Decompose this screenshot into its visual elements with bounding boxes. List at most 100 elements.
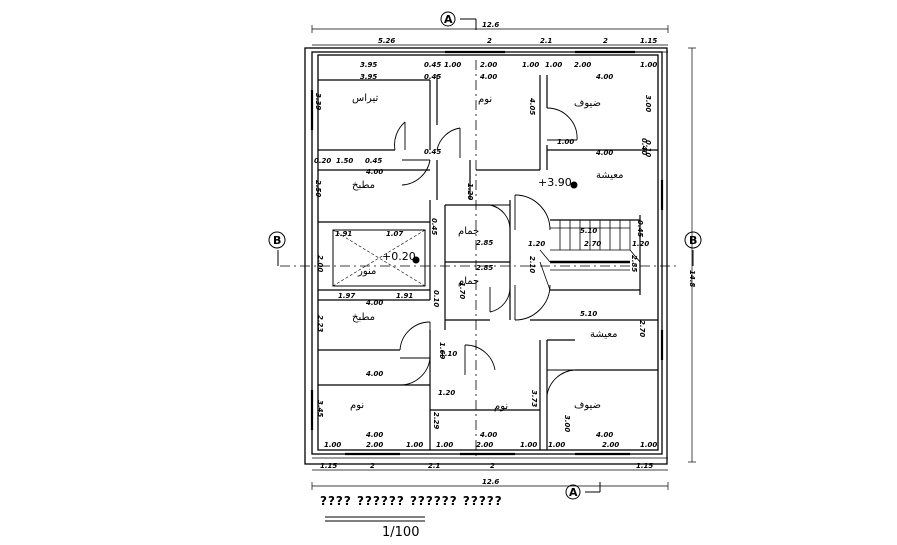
- section-marker-ticks: [277, 18, 694, 493]
- top-segment-dim: 1.15: [640, 37, 657, 45]
- dimension-label: 4.00: [596, 73, 613, 81]
- dimension-label: 0.45: [365, 157, 382, 165]
- level-marker-symbols: [412, 181, 578, 264]
- dimension-label: 1.00: [444, 61, 461, 69]
- room-label-guest-top: ضيوف: [574, 98, 601, 109]
- bottom-segment-dim: 2: [370, 462, 375, 470]
- dimension-label: 2.70: [638, 320, 646, 337]
- interior-walls: [318, 75, 658, 450]
- section-a-bottom-label: A: [569, 486, 578, 499]
- dimension-label: 1.00: [324, 441, 341, 449]
- dimension-label: 4.00: [480, 431, 497, 439]
- dimension-label: 3.95: [360, 61, 377, 69]
- section-lines: [280, 60, 680, 460]
- dimension-label: 1.20: [466, 183, 474, 200]
- overall-height: 14.8: [688, 270, 696, 287]
- dimension-label: 4.00: [596, 149, 613, 157]
- dimension-label: 1.00: [520, 441, 537, 449]
- dimension-label: 2.85: [476, 264, 493, 272]
- dimension-label: 0.20: [314, 157, 331, 165]
- room-label-kitchen-bottom: مطبخ: [352, 312, 375, 323]
- windows: [310, 50, 664, 456]
- level-label-lightwell: +0.20: [382, 250, 416, 263]
- dimension-label: 1.00: [545, 61, 562, 69]
- dimension-label: 2.85: [630, 255, 638, 272]
- room-label-living-bottom: معيشة: [590, 329, 617, 340]
- top-segment-dim: 2: [487, 37, 492, 45]
- dimension-label: 0.40: [640, 138, 648, 155]
- dimension-label: 5.10: [580, 227, 597, 235]
- overall-width-bottom: 12.6: [482, 478, 499, 486]
- dimension-label: 1.20: [438, 389, 455, 397]
- room-label-living-top: معيشة: [596, 170, 623, 181]
- dimension-label: 1.70: [458, 282, 466, 299]
- dimension-label: 3.00: [644, 95, 652, 112]
- section-b-right-label: B: [689, 234, 697, 247]
- dimension-label: 1.07: [386, 230, 403, 238]
- dimension-label: 4.00: [366, 299, 383, 307]
- dimension-label: 2.23: [316, 315, 324, 332]
- drawing-scale: 1/100: [382, 525, 419, 540]
- room-label-bedroom-bottom-left: نوم: [350, 400, 364, 411]
- dimension-label: 2.00: [476, 441, 493, 449]
- dimension-label: 3.45: [316, 400, 324, 417]
- dimension-label: 2.50: [314, 180, 322, 197]
- dimension-label: 0.45: [636, 220, 644, 237]
- dimension-label: 4.00: [596, 431, 613, 439]
- bottom-segment-dim: 2.1: [428, 462, 441, 470]
- lightwell-void-hatch: [332, 229, 426, 287]
- top-segment-dim: 2.1: [540, 37, 553, 45]
- room-label-bedroom-top: نوم: [478, 94, 492, 105]
- dimension-label: 5.10: [580, 310, 597, 318]
- bottom-segment-dim: 2: [490, 462, 495, 470]
- dimension-label: 1.20: [632, 240, 649, 248]
- dimension-label: 1.10: [440, 350, 457, 358]
- dimension-label: 2.00: [602, 441, 619, 449]
- room-label-bedroom-bottom-mid: نوم: [494, 401, 508, 412]
- dimension-label: 2.29: [432, 412, 440, 429]
- staircase: [539, 220, 641, 291]
- dimension-label: 2.00: [574, 61, 591, 69]
- dimension-label: 1.91: [396, 292, 413, 300]
- dimension-label: 4.00: [366, 370, 383, 378]
- section-a-top-label: A: [444, 13, 453, 26]
- dimension-label: 3.39: [314, 93, 322, 110]
- section-bubbles: [268, 11, 702, 500]
- dimension-label: 2.85: [476, 239, 493, 247]
- dimension-label: 1.00: [522, 61, 539, 69]
- drawing-title: ???? ?????? ?????? ?????: [320, 494, 503, 508]
- dimension-label: 2.00: [316, 255, 324, 272]
- dimension-label: 2.00: [480, 61, 497, 69]
- dimension-label: 1.50: [336, 157, 353, 165]
- dimension-label: 3.73: [530, 390, 538, 407]
- dimension-label: 1.69: [438, 342, 446, 359]
- dimension-label: 0.45: [424, 61, 441, 69]
- dimension-label: 4.00: [366, 168, 383, 176]
- dimension-label: 2.70: [584, 240, 601, 248]
- dimension-label: 4.00: [480, 73, 497, 81]
- room-label-terrace: تيراس: [352, 93, 379, 104]
- bottom-segment-dim: 1.15: [320, 462, 337, 470]
- room-label-bath-top: حمام: [458, 226, 479, 237]
- dimension-label: 1.00: [548, 441, 565, 449]
- bottom-segment-dim: 1.15: [636, 462, 653, 470]
- dimension-label: 0.45: [430, 218, 438, 235]
- dimension-label: 3.95: [360, 73, 377, 81]
- room-label-bath-bottom: حمام: [458, 276, 479, 287]
- top-segment-dim: 5.26: [378, 37, 395, 45]
- dimension-label: 2.00: [366, 441, 383, 449]
- dimension-label: 0.45: [424, 73, 441, 81]
- dimension-label: 1.00: [436, 441, 453, 449]
- dimension-label: 1.20: [528, 240, 545, 248]
- dimension-label: 1.00: [557, 138, 574, 146]
- dimension-label: 1.91: [335, 230, 352, 238]
- room-label-kitchen-top: مطبخ: [352, 180, 375, 191]
- dimension-label: 1.97: [338, 292, 355, 300]
- room-label-guest-bottom: ضيوف: [574, 400, 601, 411]
- dimension-label: 1.00: [640, 441, 657, 449]
- section-b-left-label: B: [273, 234, 281, 247]
- dimension-label: 1.00: [640, 61, 657, 69]
- dimension-label: 4.00: [366, 431, 383, 439]
- level-label-living: +3.90: [538, 176, 572, 189]
